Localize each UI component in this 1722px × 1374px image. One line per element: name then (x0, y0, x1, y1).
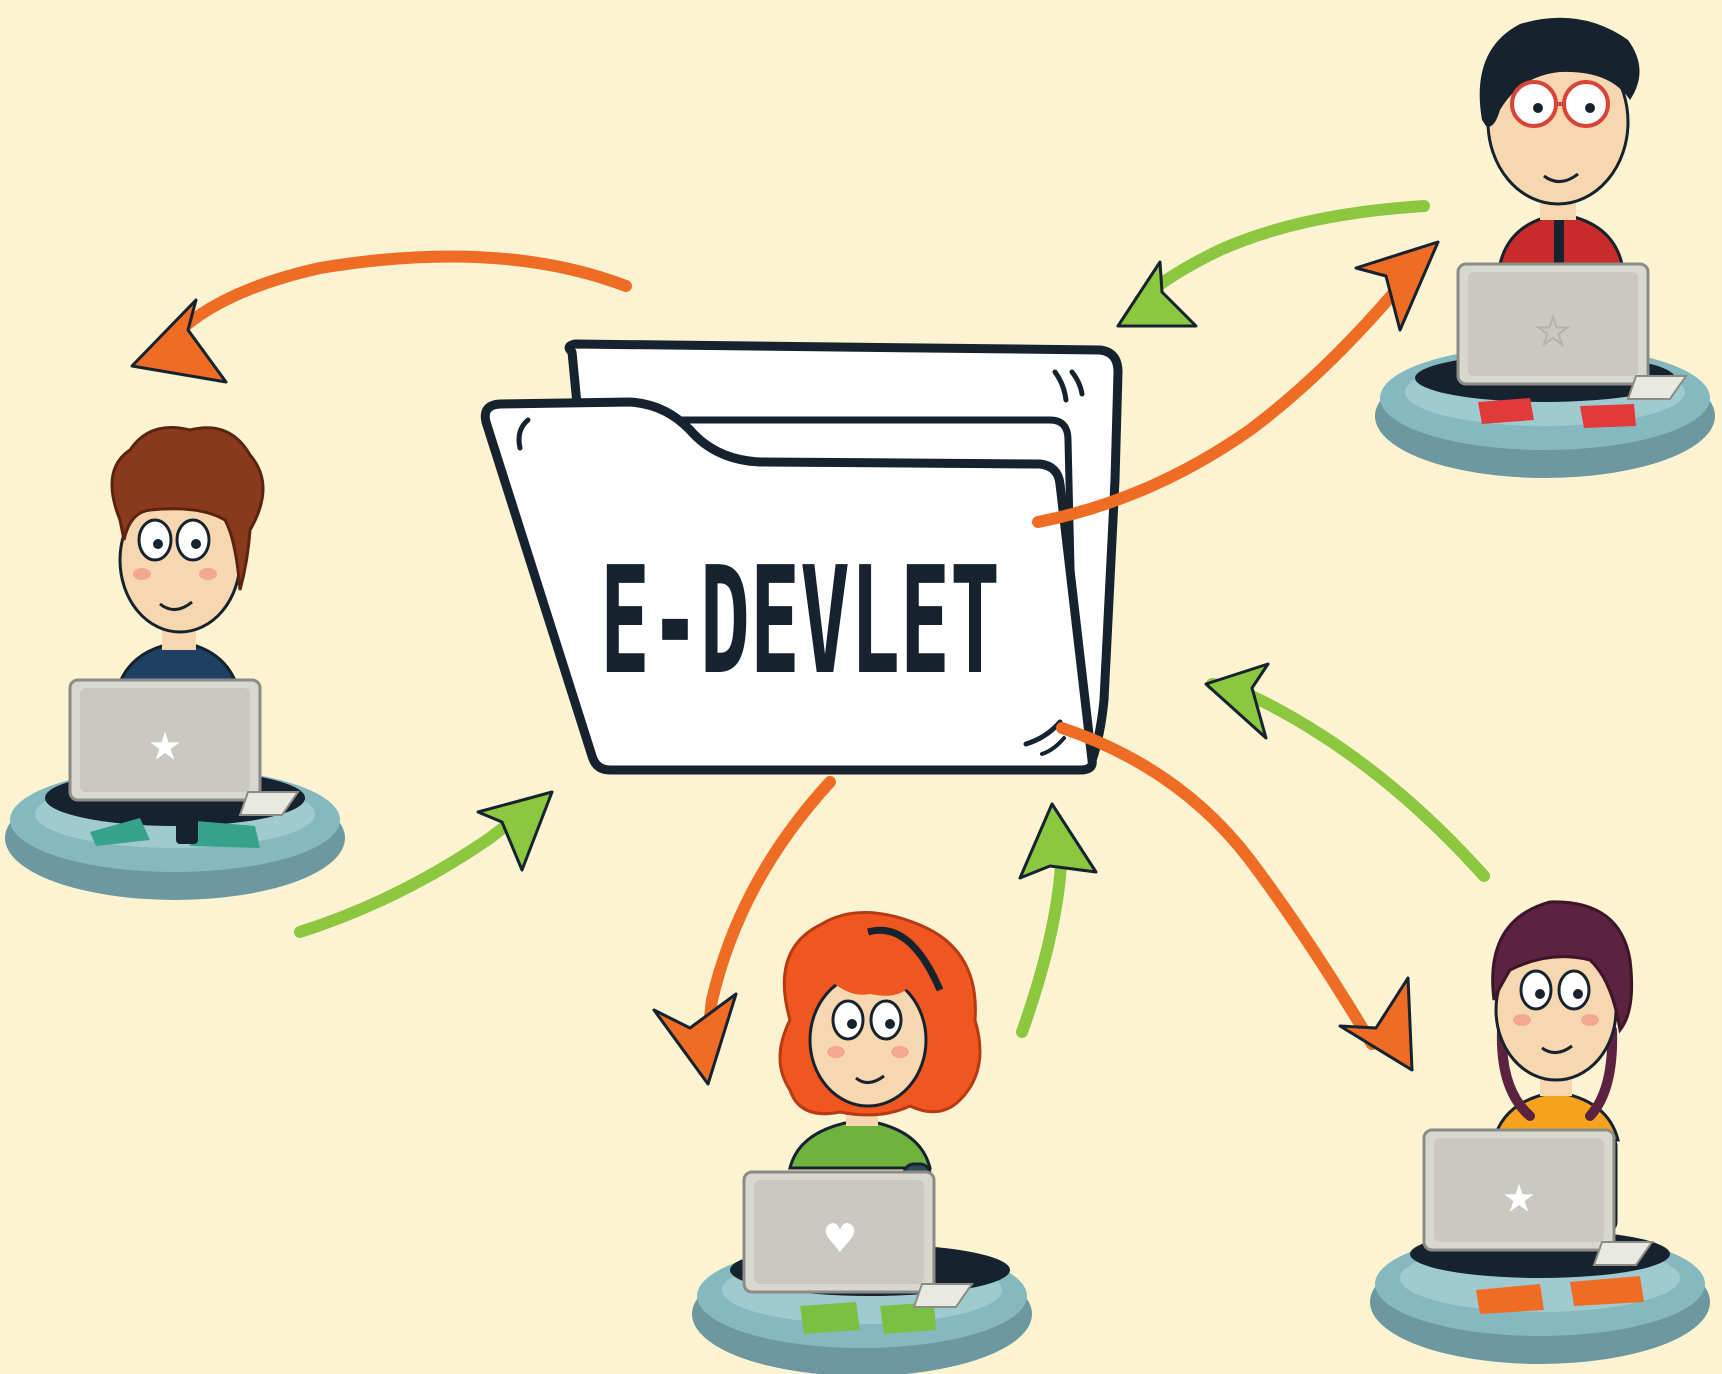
outgoing-arrow-bottom-right (1056, 722, 1414, 1072)
folder-icon: E-DEVLET (480, 339, 1123, 775)
star-icon: ★ (1503, 1162, 1536, 1225)
incoming-arrow-left (294, 790, 554, 938)
incoming-arrow-right (1204, 662, 1490, 882)
outgoing-arrow-top-right (1032, 240, 1440, 528)
person-boy-with-glasses: ★ (1375, 17, 1715, 478)
incoming-arrow-bottom (1016, 802, 1098, 1038)
folder-label: E-DEVLET (600, 535, 1000, 707)
person-girl-with-braids: ★ (1370, 900, 1710, 1364)
star-icon: ★ (1537, 295, 1570, 358)
star-icon: ★ (149, 710, 182, 773)
outgoing-arrow-top-left (130, 250, 632, 384)
incoming-arrow-top-right (1116, 200, 1430, 328)
outgoing-arrow-bottom (652, 776, 836, 1086)
heart-icon: ♥ (826, 1211, 855, 1267)
person-red-curly-hair-girl: ♥ (692, 911, 1032, 1374)
person-curly-brown-hair-boy: ★ (5, 426, 345, 900)
